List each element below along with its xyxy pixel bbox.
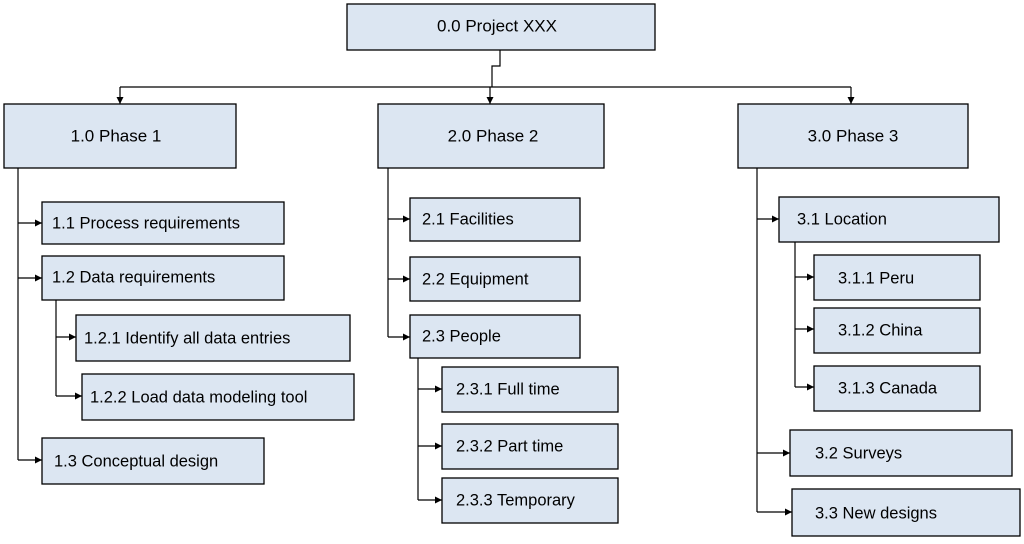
node-3-1-3-label: 3.1.3 Canada (838, 379, 938, 397)
node-3-1-1: 3.1.1 Peru (813, 254, 981, 301)
node-phase-3: 3.0 Phase 3 (737, 103, 969, 169)
node-2-3: 2.3 People (409, 314, 581, 359)
node-3-3-label: 3.3 New designs (815, 504, 937, 522)
node-phase-1: 1.0 Phase 1 (3, 103, 237, 169)
node-1-2-1-label: 1.2.1 Identify all data entries (84, 329, 290, 347)
node-1-3: 1.3 Conceptual design (41, 437, 265, 485)
node-root: 0.0 Project XXX (346, 3, 656, 51)
node-phase-2: 2.0 Phase 2 (377, 103, 605, 169)
node-3-1: 3.1 Location (778, 196, 1000, 243)
node-3-1-label: 3.1 Location (797, 210, 887, 228)
node-2-2-label: 2.2 Equipment (422, 270, 529, 288)
node-2-1: 2.1 Facilities (409, 197, 581, 242)
node-3-2-label: 3.2 Surveys (815, 444, 902, 462)
node-3-2: 3.2 Surveys (789, 429, 1013, 477)
node-phase-1-label: 1.0 Phase 1 (71, 126, 162, 145)
node-1-2-2-label: 1.2.2 Load data modeling tool (90, 388, 307, 406)
node-1-2-label: 1.2 Data requirements (52, 268, 215, 286)
node-3-3: 3.3 New designs (791, 488, 1021, 537)
node-root-label: 0.0 Project XXX (437, 16, 557, 35)
node-3-1-3: 3.1.3 Canada (813, 365, 981, 412)
node-2-3-1: 2.3.1 Full time (441, 366, 619, 413)
node-2-2: 2.2 Equipment (409, 256, 581, 302)
node-phase-2-label: 2.0 Phase 2 (448, 126, 539, 145)
node-2-1-label: 2.1 Facilities (422, 210, 514, 228)
node-2-3-1-label: 2.3.1 Full time (456, 380, 560, 398)
node-2-3-3: 2.3.3 Temporary (441, 477, 619, 524)
node-2-3-2-label: 2.3.2 Part time (456, 437, 563, 455)
node-phase-3-label: 3.0 Phase 3 (808, 126, 899, 145)
node-1-2: 1.2 Data requirements (41, 255, 285, 301)
node-1-2-2: 1.2.2 Load data modeling tool (81, 373, 355, 421)
connector-lines (17, 50, 855, 516)
node-1-1: 1.1 Process requirements (41, 201, 285, 245)
node-1-1-label: 1.1 Process requirements (52, 214, 240, 232)
node-3-1-2-label: 3.1.2 China (838, 321, 923, 339)
node-2-3-label: 2.3 People (422, 327, 501, 345)
node-2-3-2: 2.3.2 Part time (441, 423, 619, 470)
node-1-3-label: 1.3 Conceptual design (54, 452, 218, 470)
node-2-3-3-label: 2.3.3 Temporary (456, 491, 576, 509)
node-1-2-1: 1.2.1 Identify all data entries (75, 314, 351, 362)
node-3-1-1-label: 3.1.1 Peru (838, 269, 914, 287)
node-3-1-2: 3.1.2 China (813, 307, 981, 354)
